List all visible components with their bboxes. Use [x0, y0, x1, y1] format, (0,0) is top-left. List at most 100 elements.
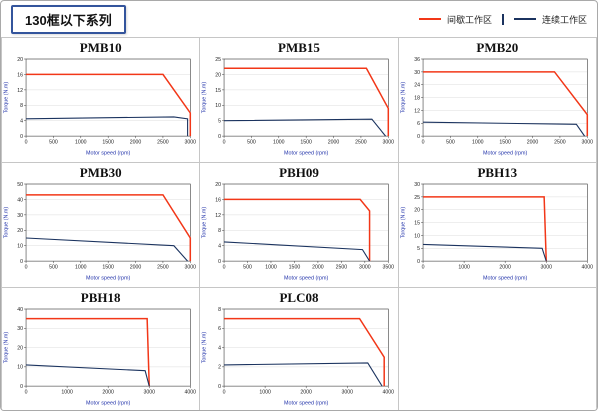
svg-text:16: 16	[17, 72, 23, 78]
svg-text:20: 20	[414, 208, 420, 214]
legend-label-intermittent: 间歇工作区	[446, 14, 492, 25]
legend-label-continuous: 连续工作区	[541, 14, 587, 25]
svg-text:8: 8	[218, 228, 221, 234]
page-title: 130框以下系列	[11, 4, 126, 34]
svg-text:500: 500	[247, 140, 256, 146]
svg-text:0: 0	[25, 390, 28, 396]
svg-text:0: 0	[417, 134, 420, 140]
svg-text:3000: 3000	[383, 140, 395, 146]
svg-text:0: 0	[223, 140, 226, 146]
svg-text:6: 6	[218, 326, 221, 332]
svg-text:2000: 2000	[301, 390, 313, 396]
svg-text:0: 0	[417, 259, 420, 265]
header: 130框以下系列 间歇工作区 连续工作区	[1, 1, 597, 37]
svg-text:20: 20	[17, 57, 23, 63]
svg-text:3500: 3500	[383, 265, 395, 271]
svg-text:20: 20	[216, 182, 222, 188]
svg-text:1000: 1000	[273, 140, 285, 146]
svg-text:12: 12	[17, 88, 23, 94]
svg-text:2000: 2000	[328, 140, 340, 146]
svg-text:2500: 2500	[336, 265, 348, 271]
svg-text:2000: 2000	[499, 265, 511, 271]
svg-text:4000: 4000	[185, 390, 197, 396]
svg-text:1500: 1500	[102, 140, 114, 146]
svg-text:500: 500	[446, 140, 455, 146]
svg-text:Torque (N.m): Torque (N.m)	[4, 82, 10, 114]
svg-text:Motor speed (rpm): Motor speed (rpm)	[284, 400, 329, 406]
svg-text:2500: 2500	[157, 140, 169, 146]
svg-text:18: 18	[414, 95, 420, 101]
svg-text:1500: 1500	[289, 265, 301, 271]
continuous-line-swatch	[513, 18, 536, 20]
svg-text:2000: 2000	[130, 265, 142, 271]
chart-title: PMB20	[476, 40, 519, 55]
svg-text:3000: 3000	[143, 390, 155, 396]
svg-text:3000: 3000	[342, 390, 354, 396]
svg-text:20: 20	[17, 345, 23, 351]
svg-text:1000: 1000	[260, 390, 272, 396]
svg-text:1500: 1500	[102, 265, 114, 271]
svg-text:30: 30	[17, 213, 23, 219]
svg-text:0: 0	[20, 259, 23, 265]
svg-text:0: 0	[223, 390, 226, 396]
intermittent-line-swatch	[418, 18, 441, 20]
svg-text:0: 0	[223, 265, 226, 271]
svg-text:2000: 2000	[130, 140, 142, 146]
svg-text:Motor speed (rpm): Motor speed (rpm)	[86, 400, 131, 406]
legend-divider	[501, 13, 504, 25]
svg-text:1000: 1000	[61, 390, 73, 396]
svg-text:2000: 2000	[102, 390, 114, 396]
svg-text:Torque (N.m): Torque (N.m)	[4, 207, 10, 239]
svg-text:0: 0	[218, 384, 221, 390]
svg-text:3000: 3000	[185, 265, 197, 271]
svg-text:Motor speed (rpm): Motor speed (rpm)	[86, 275, 131, 281]
svg-text:6: 6	[417, 121, 420, 127]
svg-text:10: 10	[414, 233, 420, 239]
svg-text:0: 0	[218, 134, 221, 140]
svg-text:5: 5	[417, 246, 420, 252]
svg-text:30: 30	[17, 326, 23, 332]
svg-text:40: 40	[17, 307, 23, 313]
svg-text:25: 25	[216, 57, 222, 63]
svg-text:3000: 3000	[359, 265, 371, 271]
svg-text:10: 10	[17, 244, 23, 250]
svg-text:12: 12	[414, 108, 420, 114]
chart-title: PMB15	[278, 40, 320, 55]
svg-text:25: 25	[414, 195, 420, 201]
svg-text:2: 2	[218, 365, 221, 371]
svg-text:Torque (N.m): Torque (N.m)	[400, 207, 406, 239]
svg-text:0: 0	[25, 140, 28, 146]
svg-text:36: 36	[414, 57, 420, 63]
svg-text:4000: 4000	[383, 390, 395, 396]
svg-text:0: 0	[20, 384, 23, 390]
svg-text:3000: 3000	[185, 140, 197, 146]
svg-text:1500: 1500	[301, 140, 313, 146]
svg-text:5: 5	[218, 119, 221, 125]
svg-text:1000: 1000	[75, 140, 87, 146]
svg-text:2000: 2000	[312, 265, 324, 271]
svg-text:500: 500	[244, 265, 253, 271]
chart-title: PMB30	[79, 165, 122, 180]
svg-text:15: 15	[216, 88, 222, 94]
svg-text:0: 0	[25, 265, 28, 271]
svg-text:Motor speed (rpm): Motor speed (rpm)	[86, 150, 131, 156]
svg-text:Torque (N.m): Torque (N.m)	[202, 207, 208, 239]
svg-text:20: 20	[216, 72, 222, 78]
svg-text:16: 16	[216, 197, 222, 203]
svg-text:3000: 3000	[540, 265, 552, 271]
svg-text:0: 0	[218, 259, 221, 265]
